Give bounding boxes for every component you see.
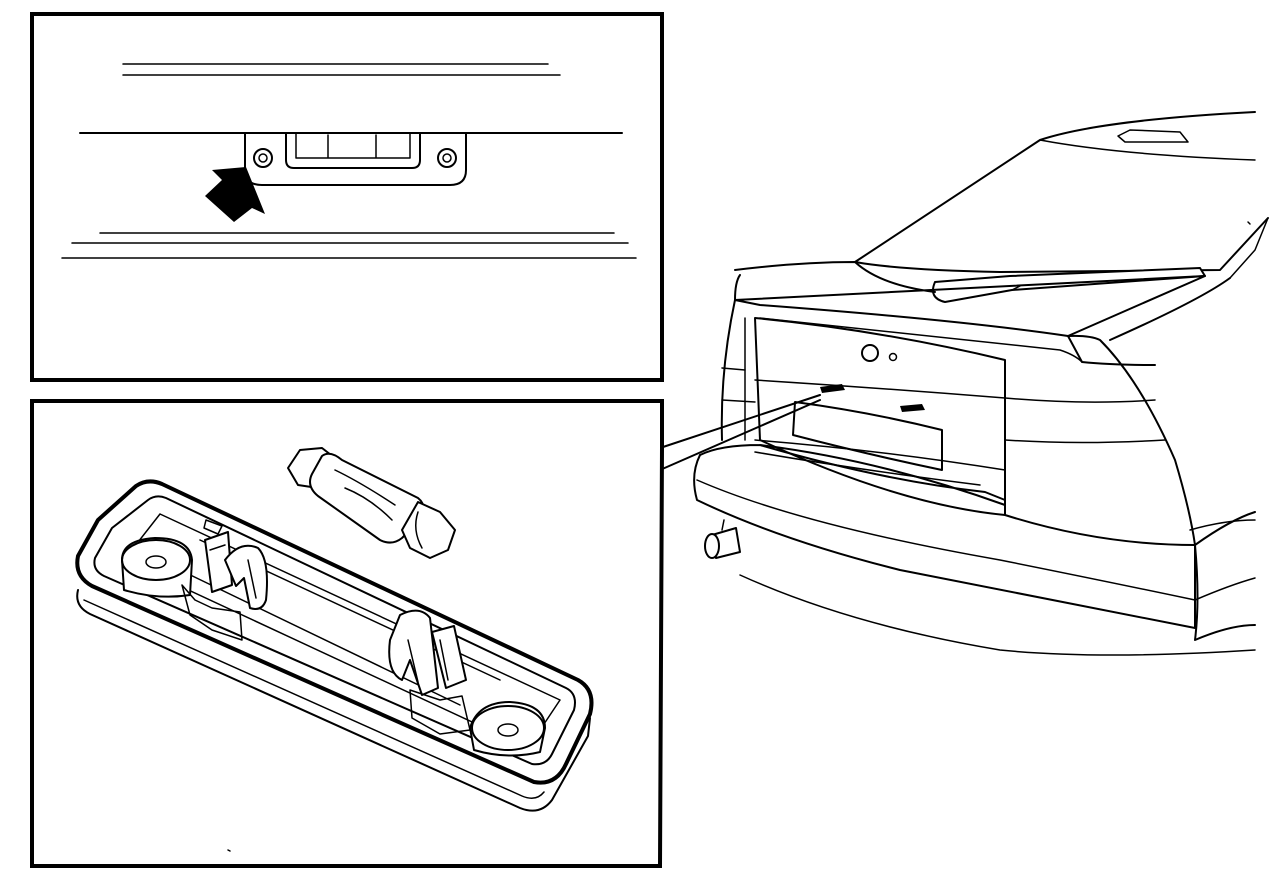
screw-boss-left — [121, 537, 193, 598]
detail-bottom-lamp-unit-and-bulb — [30, 399, 664, 868]
bumper-crease — [696, 479, 1196, 601]
screw-icon — [437, 148, 457, 168]
tailgate-lock — [861, 344, 879, 362]
tail-lamp-band-right — [1004, 397, 1166, 444]
car-roof — [854, 111, 1256, 263]
tailgate-emblem — [888, 352, 898, 362]
plate-lamp-left — [820, 384, 845, 393]
tailgate-panel-line-2 — [721, 359, 1006, 516]
license-plate — [792, 401, 943, 471]
detail-top-lamp-location — [30, 12, 664, 382]
plate-recess-top — [754, 379, 1006, 399]
plate-lamp-right — [900, 404, 925, 412]
bulb-cap-ring — [415, 511, 423, 549]
callout-leader — [659, 394, 821, 471]
plate-recess-bottom — [754, 439, 1006, 471]
lamp-housing-base-inner — [83, 599, 545, 799]
bulb-cap-right — [401, 501, 456, 559]
detail-top-frame — [30, 12, 664, 382]
screw-boss-right — [469, 701, 546, 757]
car-side-line — [1189, 519, 1256, 601]
rear-window-side — [1229, 217, 1269, 279]
brake-light — [1117, 129, 1189, 143]
festoon-bulb — [287, 447, 456, 559]
bumper-top — [699, 444, 1006, 506]
exhaust-pipe-end — [704, 533, 720, 559]
screw-icon — [253, 148, 273, 168]
tailgate-spoiler-underside — [734, 274, 741, 301]
tailgate-spoiler — [734, 261, 1206, 337]
housing-tab — [203, 519, 223, 535]
rear-bumper — [693, 454, 1196, 629]
contact-clip-left — [181, 531, 268, 641]
tailgate-panel-line — [759, 317, 1083, 363]
scan-mark — [227, 849, 231, 852]
rear-wiper — [932, 267, 1206, 303]
contact-clip-right — [388, 609, 471, 735]
car-roof-edge — [1039, 139, 1256, 161]
car-right-side — [1109, 277, 1256, 546]
arrow-icon — [205, 167, 265, 222]
wiper-arm — [1011, 285, 1021, 291]
antenna-dot — [1247, 221, 1251, 225]
rear-window — [854, 217, 1269, 273]
lamp-housing-cavity — [123, 513, 561, 749]
lamp-housing-rim — [93, 495, 576, 766]
plate-lamp-lens — [285, 132, 421, 169]
bulb-filament — [334, 469, 396, 521]
car-underside — [739, 574, 1256, 656]
bumper-side — [1194, 544, 1256, 641]
car-right-quarter — [1067, 334, 1196, 546]
lamp-housing-base — [76, 589, 591, 812]
exhaust-hanger — [721, 519, 725, 531]
bulb-glass — [309, 452, 425, 544]
car-rear-view — [659, 111, 1269, 656]
bumper-strip — [754, 451, 981, 486]
lamp-housing-outer — [75, 479, 594, 785]
plate-lamp-lens-inner — [295, 132, 411, 159]
